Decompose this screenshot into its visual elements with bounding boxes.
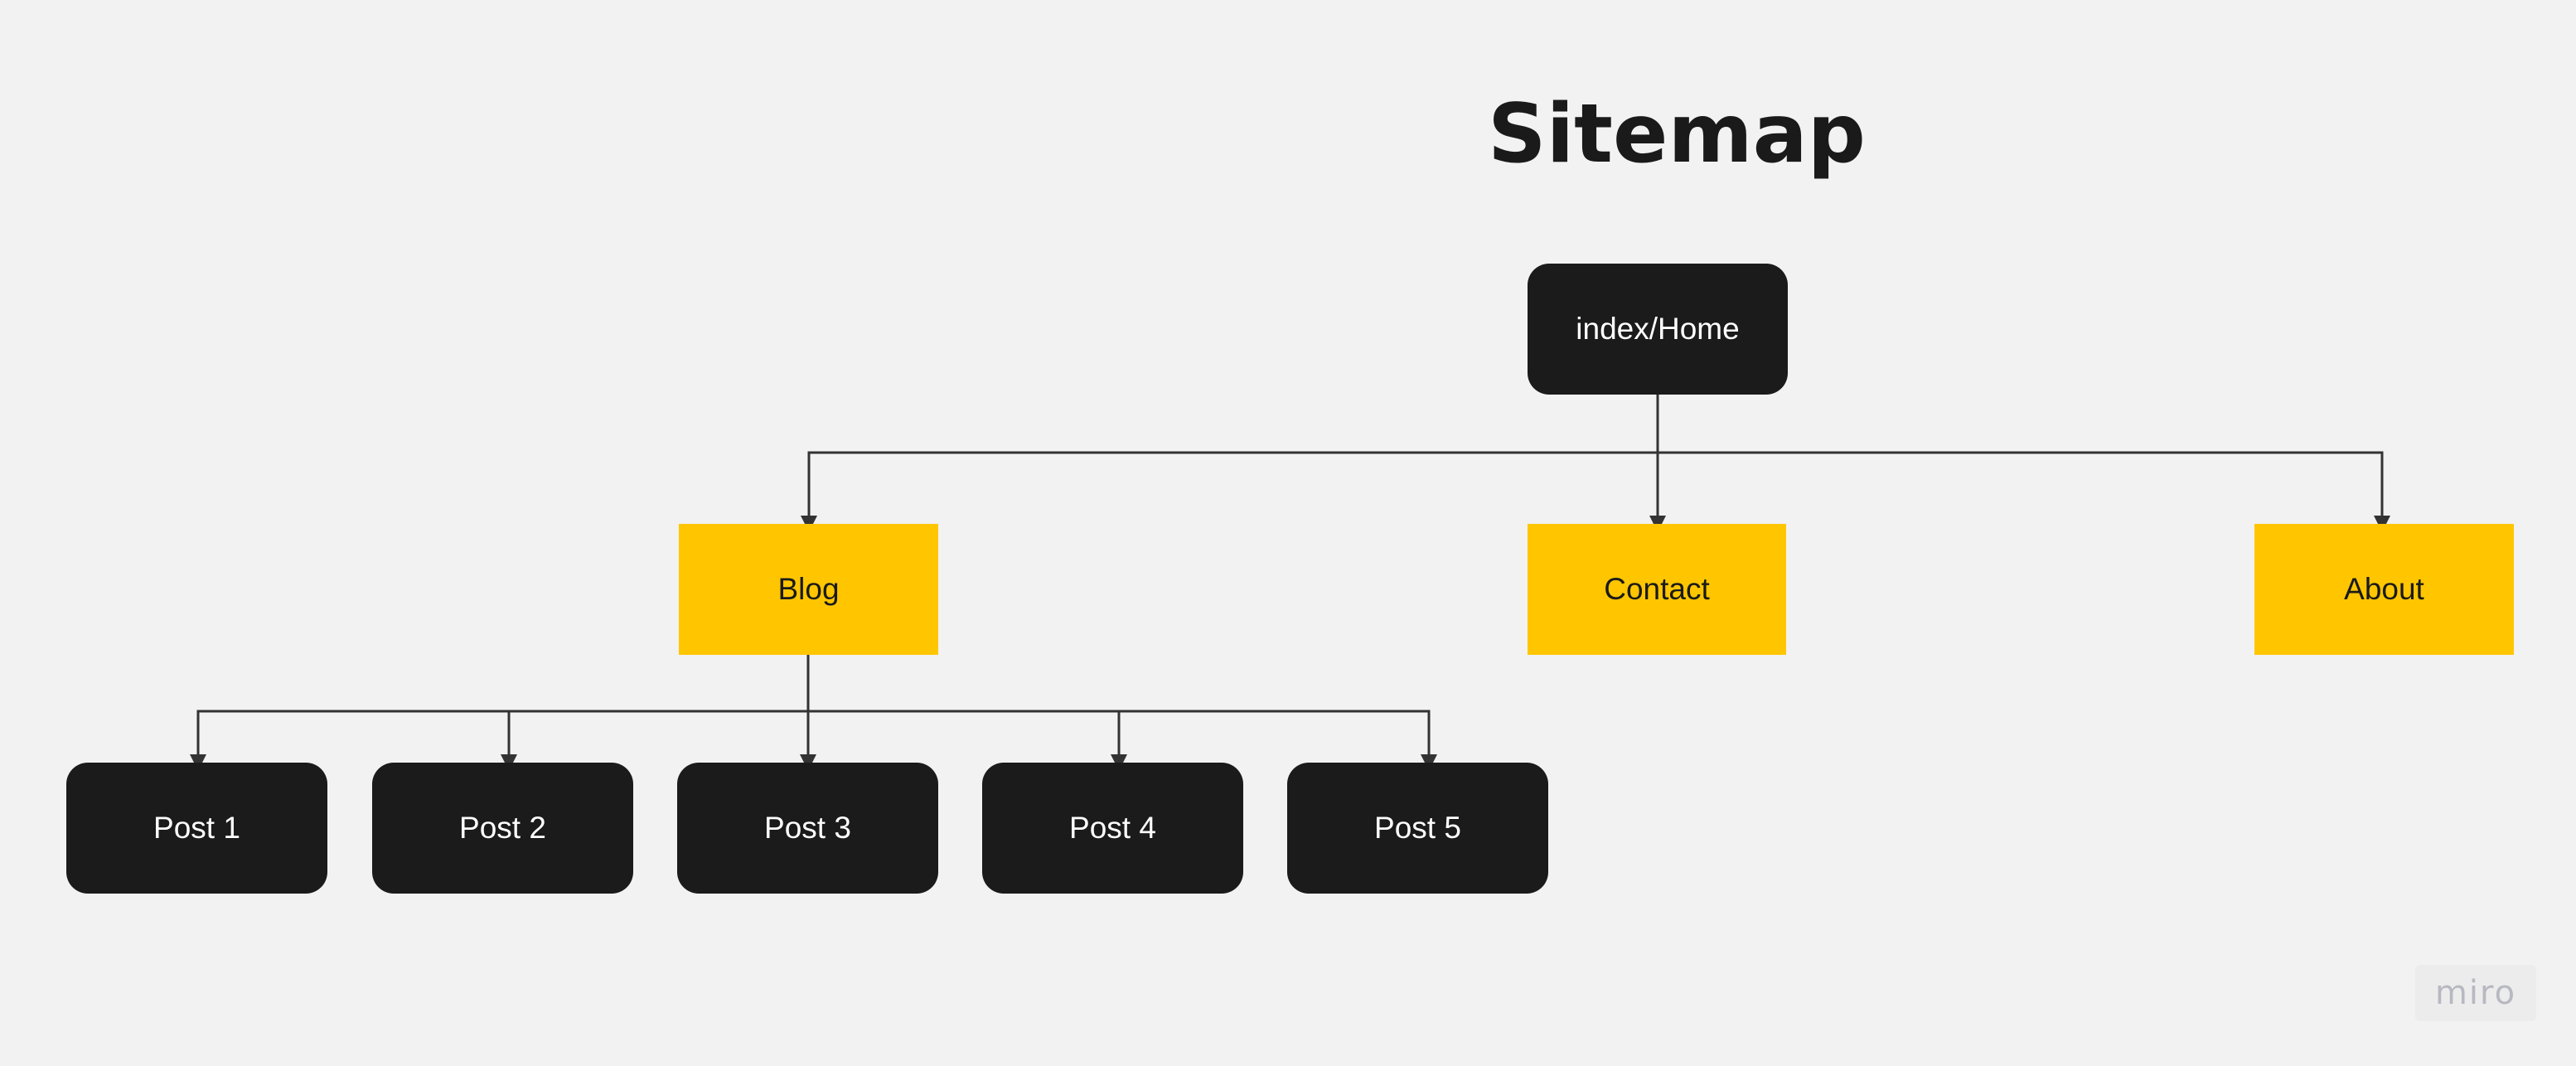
connector-blog-to-post1 bbox=[190, 655, 810, 771]
node-post-4[interactable]: Post 4 bbox=[982, 763, 1243, 894]
connector-blog-to-post5 bbox=[1119, 710, 1437, 771]
node-contact-label: Contact bbox=[1604, 572, 1710, 606]
node-home-label: index/Home bbox=[1576, 312, 1740, 346]
node-about[interactable]: About bbox=[2254, 524, 2514, 655]
node-post-1-label: Post 1 bbox=[153, 811, 240, 845]
node-home[interactable]: index/Home bbox=[1528, 264, 1788, 395]
node-contact[interactable]: Contact bbox=[1528, 524, 1786, 655]
miro-logo: miro bbox=[2415, 965, 2536, 1021]
node-post-1[interactable]: Post 1 bbox=[66, 763, 327, 894]
connector-home-to-blog bbox=[801, 395, 1659, 532]
node-post-3[interactable]: Post 3 bbox=[677, 763, 938, 894]
node-post-2-label: Post 2 bbox=[459, 811, 546, 845]
miro-logo-text: miro bbox=[2434, 974, 2517, 1012]
node-blog-label: Blog bbox=[777, 572, 840, 606]
node-post-3-label: Post 3 bbox=[764, 811, 851, 845]
node-about-label: About bbox=[2344, 572, 2424, 606]
connector-blog-to-post4 bbox=[808, 710, 1127, 771]
page-title: Sitemap bbox=[1488, 87, 1866, 182]
node-post-5-label: Post 5 bbox=[1374, 811, 1461, 845]
connector-home-to-about bbox=[1658, 451, 2390, 532]
node-blog[interactable]: Blog bbox=[679, 524, 938, 655]
node-post-2[interactable]: Post 2 bbox=[372, 763, 633, 894]
node-post-4-label: Post 4 bbox=[1069, 811, 1156, 845]
node-post-5[interactable]: Post 5 bbox=[1287, 763, 1548, 894]
